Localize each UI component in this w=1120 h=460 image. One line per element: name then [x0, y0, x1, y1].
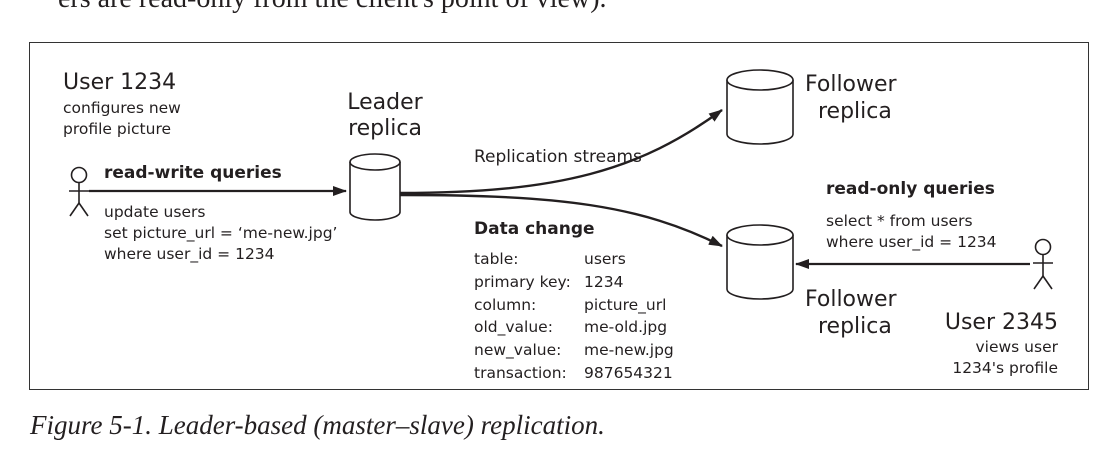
user-1234-figure-icon	[69, 166, 89, 217]
follower-bottom-database-icon	[726, 224, 794, 300]
follower-top-label-line-2: replica	[818, 99, 892, 124]
diagram-frame	[29, 42, 1089, 390]
data-change-key: old_value:	[474, 318, 553, 337]
follower-bottom-label-line-1: Follower	[805, 287, 897, 312]
update-query-line-2: set picture_url = ‘me-new.jpg’	[104, 224, 338, 242]
select-query-line-1: select * from users	[826, 212, 973, 230]
data-change-value: me-old.jpg	[584, 318, 668, 337]
replication-stream-top-arrow	[399, 109, 723, 195]
user-1234-title: User 1234	[63, 70, 177, 95]
follower-top-label-line-1: Follower	[805, 72, 897, 97]
data-change-key: column:	[474, 295, 537, 314]
data-change-key: transaction:	[474, 363, 567, 382]
data-change-row: old_value: me-old.jpg	[474, 316, 674, 339]
update-query-line-1: update users	[104, 203, 206, 221]
follower-top-database-icon	[726, 69, 794, 145]
data-change-row: table: users	[474, 248, 674, 271]
leader-label-line-2: replica	[348, 116, 422, 141]
data-change-value: users	[584, 250, 626, 268]
leader-label-line-1: Leader	[347, 90, 423, 115]
data-change-key: new_value:	[474, 341, 562, 360]
data-change-row: column: picture_url	[474, 294, 674, 317]
data-change-value: me-new.jpg	[584, 341, 674, 360]
figure-caption: Figure 5-1. Leader-based (master–slave) …	[30, 410, 605, 440]
select-query-line-2: where user_id = 1234	[826, 233, 997, 251]
data-change-row: transaction: 987654321	[474, 362, 674, 385]
data-change-title: Data change	[474, 219, 595, 239]
user-1234-desc-line-2: profile picture	[63, 120, 172, 138]
data-change-key: table:	[474, 250, 519, 268]
follower-bottom-label-line-2: replica	[818, 314, 892, 339]
user-2345-title: User 2345	[944, 310, 1058, 335]
read-only-queries-label: read-only queries	[826, 179, 995, 199]
data-change-row: new_value: me-new.jpg	[474, 339, 674, 362]
previous-paragraph-text: ers are read-only from the client's poin…	[58, 0, 607, 16]
user-2345-figure-icon	[1033, 238, 1053, 290]
data-change-value: 1234	[584, 272, 624, 291]
replication-stream-bottom-arrow	[399, 193, 723, 248]
data-change-value: picture_url	[584, 295, 667, 314]
data-change-row: primary key: 1234	[474, 271, 674, 294]
data-change-key: primary key:	[474, 272, 571, 291]
user-1234-desc-line-1: configures new	[63, 99, 181, 117]
read-write-queries-label: read-write queries	[104, 163, 282, 183]
data-change-value: 987654321	[584, 363, 673, 382]
data-change-table: table: users primary key: 1234 column: p…	[474, 248, 674, 385]
leader-database-icon	[349, 153, 401, 221]
replication-streams-label: Replication streams	[474, 147, 642, 167]
user-2345-desc-line-1: views user	[975, 338, 1058, 356]
update-query-line-3: where user_id = 1234	[104, 245, 275, 263]
user-2345-desc-line-2: 1234's profile	[952, 359, 1058, 377]
